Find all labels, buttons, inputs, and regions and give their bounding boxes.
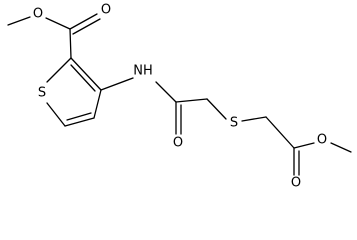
bond-c-o-ester-right bbox=[293, 142, 315, 149]
bond-c-ch2 bbox=[175, 98, 208, 103]
bond-ring-c5-c4-a bbox=[64, 117, 95, 127]
atom-label-thioether-s: S bbox=[230, 116, 238, 131]
atom-label-carbonyl-o-top: O bbox=[101, 3, 111, 18]
bond-ring-c2-s bbox=[46, 57, 72, 83]
bond-n-c-amide bbox=[155, 81, 177, 103]
bond-c3-n bbox=[100, 77, 134, 91]
bond-ester-to-ring bbox=[69, 28, 72, 59]
bond-ring-c3-c2-a bbox=[70, 57, 102, 91]
atom-label-ester-o-top: O bbox=[33, 7, 43, 22]
bond-ch2-s bbox=[206, 98, 227, 120]
bond-ring-c4-c3 bbox=[93, 89, 102, 119]
molecule-structure: O O NH S O S O O bbox=[7, 3, 352, 191]
bond-ring-c5-c4-b bbox=[66, 112, 92, 121]
bond-o-c-ester-top bbox=[45, 17, 71, 30]
bond-methyl-o-top bbox=[7, 16, 31, 26]
atom-label-ester-o-right: O bbox=[317, 133, 327, 148]
atom-label-nh: NH bbox=[133, 64, 153, 79]
atom-labels: O O NH S O S O O bbox=[33, 3, 327, 191]
atom-label-carbonyl-o-bottom: O bbox=[291, 176, 301, 191]
bond-c-o-double-top-b bbox=[72, 18, 101, 35]
bond-ring-c3-c2-b bbox=[70, 64, 96, 92]
bond-c-o-double-top-a bbox=[69, 13, 98, 30]
bond-ch2-c-ester bbox=[265, 116, 295, 149]
bond-ring-s-c5 bbox=[46, 102, 66, 127]
bond-s-ch2 bbox=[241, 116, 267, 122]
atom-label-ring-s: S bbox=[38, 86, 46, 101]
bonds bbox=[7, 13, 352, 176]
atom-label-amide-o: O bbox=[173, 136, 183, 151]
bond-o-methyl-right bbox=[330, 142, 352, 153]
